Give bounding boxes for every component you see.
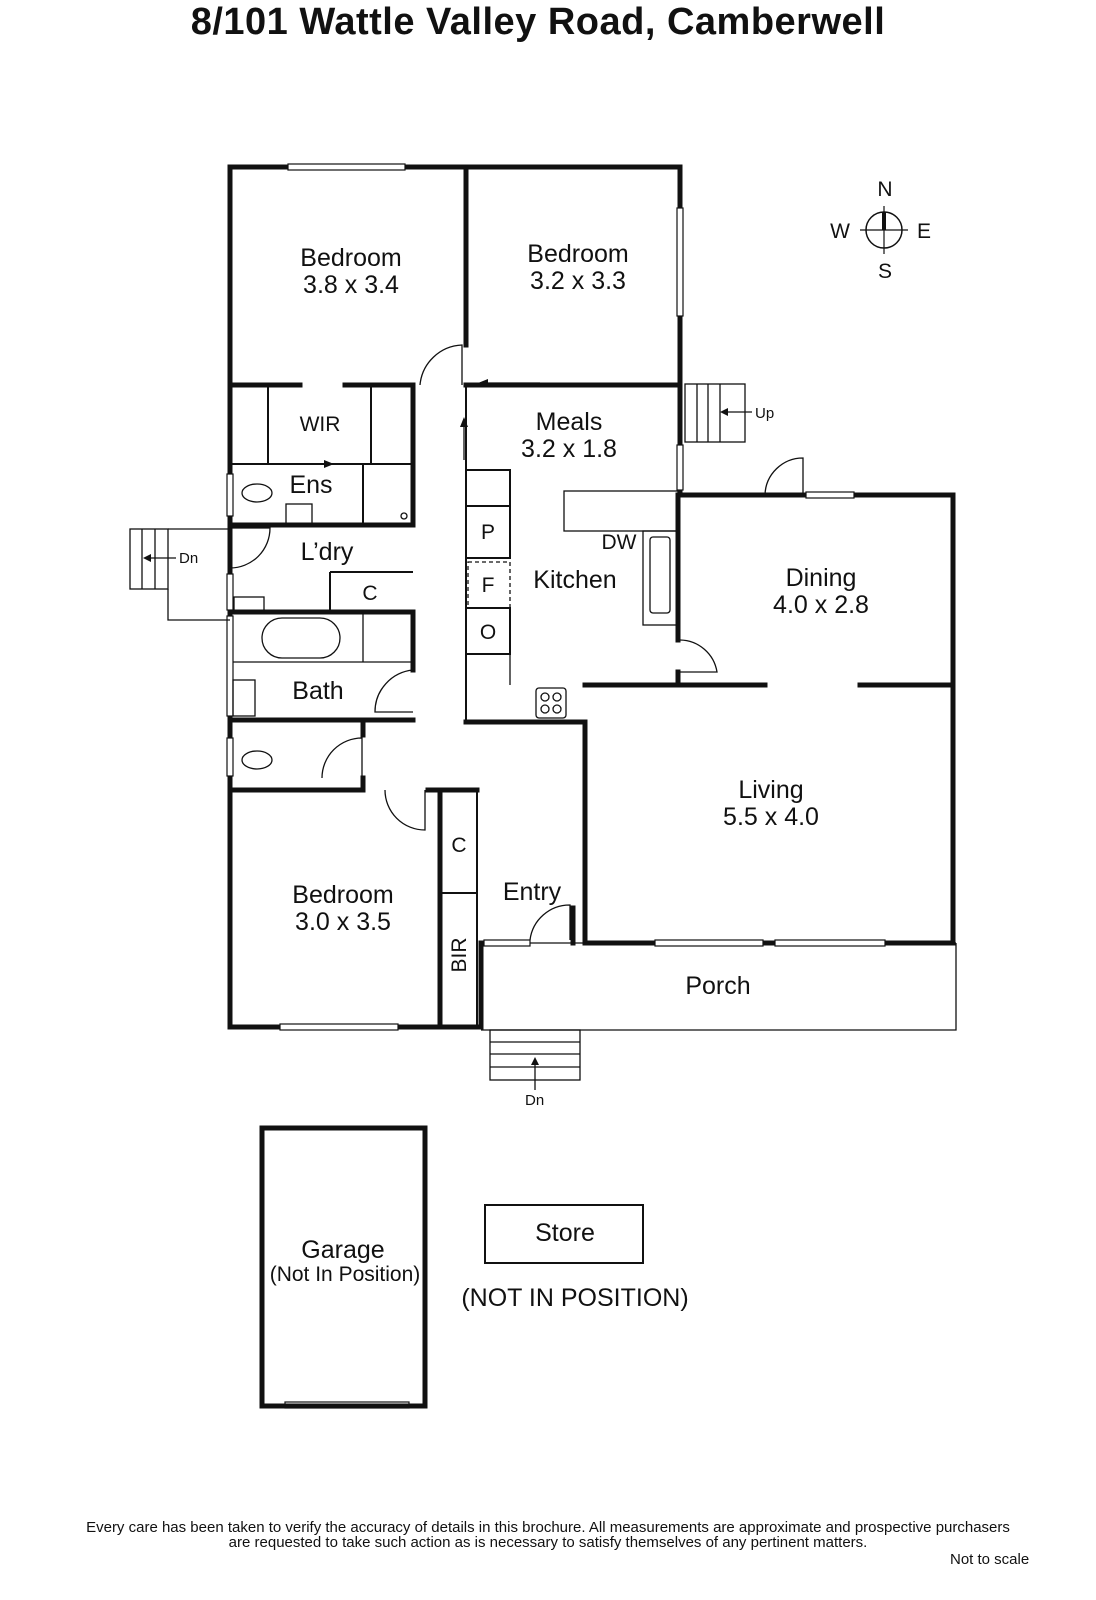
stairs-dn-front-label: Dn [525, 1092, 544, 1109]
disclaimer-line2: are requested to take such action as is … [228, 1534, 868, 1551]
disclaimer: Every care has been taken to verify the … [0, 1520, 1096, 1550]
dining-size: 4.0 x 2.8 [773, 591, 869, 619]
bathroom-fixtures [232, 463, 414, 770]
living-name: Living [738, 776, 803, 804]
bedroom2-name: Bedroom [527, 240, 628, 268]
stairs-up-label: Up [755, 405, 774, 422]
entry-label: Entry [503, 878, 562, 906]
kitchen-fixtures [465, 469, 679, 719]
compass-s: S [878, 260, 892, 283]
pantry-label: P [481, 521, 495, 544]
oven-label: O [480, 621, 496, 644]
living-size: 5.5 x 4.0 [723, 803, 819, 831]
fridge-label: F [482, 574, 495, 597]
bedroom2-size: 3.2 x 3.3 [530, 267, 626, 295]
doors [229, 344, 804, 941]
room-labels: Bedroom 3.8 x 3.4 Bedroom 3.2 x 3.3 WIR … [179, 240, 869, 1312]
disclaimer-line1: Every care has been taken to verify the … [86, 1519, 1010, 1536]
ens-label: Ens [289, 471, 332, 499]
bir-label: BIR [448, 937, 471, 972]
store-note: (NOT IN POSITION) [461, 1284, 688, 1312]
laundry-label: L’dry [301, 538, 354, 566]
garage-note: (Not In Position) [270, 1263, 421, 1286]
compass-w: W [830, 220, 850, 243]
laundry-cupboard-label: C [362, 582, 377, 605]
floorplan-title: 8/101 Wattle Valley Road, Camberwell [190, 1, 886, 43]
scale-note: Not to scale [950, 1551, 1030, 1568]
dishwasher-label: DW [602, 531, 637, 554]
compass-e: E [917, 220, 931, 243]
garage-label: Garage [301, 1236, 384, 1264]
bedroom1-name: Bedroom [300, 244, 401, 272]
kitchen-label: Kitchen [533, 566, 616, 594]
dining-name: Dining [786, 564, 857, 592]
stairs [129, 383, 752, 1090]
store-outline [484, 1204, 644, 1264]
garage-outline [259, 1125, 428, 1409]
meals-name: Meals [536, 408, 603, 436]
bedroom3-name: Bedroom [292, 881, 393, 909]
porch-label: Porch [685, 972, 750, 1000]
store-label: Store [535, 1219, 595, 1247]
compass-n: N [877, 178, 892, 201]
bath-label: Bath [292, 677, 343, 705]
meals-size: 3.2 x 1.8 [521, 435, 617, 463]
compass-icon: N E S W [830, 178, 931, 283]
stairs-dn-side-label: Dn [179, 550, 198, 567]
bedroom1-size: 3.8 x 3.4 [303, 271, 399, 299]
hall-cupboard-label: C [451, 834, 466, 857]
wir-label: WIR [300, 413, 341, 436]
bedroom3-size: 3.0 x 3.5 [295, 908, 391, 936]
